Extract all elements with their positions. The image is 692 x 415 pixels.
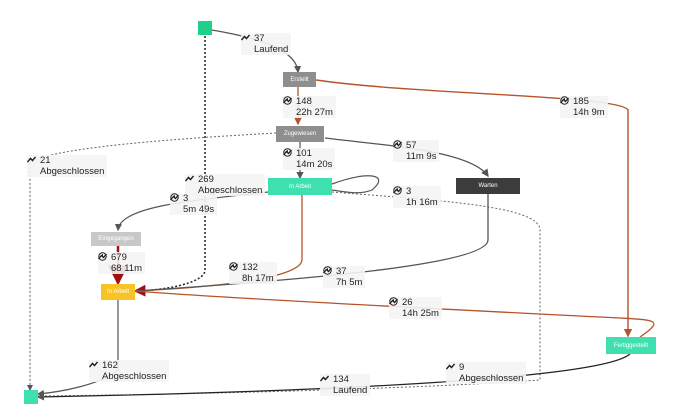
clock-icon	[389, 297, 400, 318]
trend-icon	[89, 361, 100, 381]
edge-label: 162 Abgeschlossen	[89, 360, 170, 382]
trend-icon	[320, 375, 331, 395]
edge-label: 101 14m 20s	[283, 148, 336, 170]
edge-start-inarbeit[interactable]	[133, 36, 206, 297]
trend-icon	[185, 175, 196, 195]
clock-icon	[170, 193, 181, 214]
edge-label: 37 Laufend	[241, 33, 292, 55]
clock-icon	[283, 96, 294, 117]
edge-inarbeittop-loop[interactable]	[331, 175, 380, 194]
edge-fertiggestellt-end[interactable]	[36, 353, 631, 401]
clock-icon	[393, 186, 404, 207]
edge-label: 148 22h 27m	[283, 96, 336, 118]
clock-icon	[393, 140, 404, 161]
edge-label: 185 14h 9m	[560, 96, 608, 118]
trend-icon	[446, 363, 457, 383]
node-in-arbeit-top[interactable]: In Arbeit	[268, 178, 332, 195]
edge-label: 132 8h 17m	[229, 262, 277, 284]
start-node[interactable]	[198, 21, 212, 35]
node-zugewiesen[interactable]: Zugewiesen	[276, 126, 324, 142]
edge-label: 679 68 11m	[98, 252, 145, 274]
edge-label: 3 1h 16m	[393, 186, 441, 208]
clock-icon	[283, 148, 294, 169]
edge-label: 134 Laufend	[320, 374, 371, 396]
edge-inarbeittop-inarbeit[interactable]	[134, 195, 303, 292]
node-eingegangen[interactable]: Eingegangen	[91, 232, 141, 246]
end-node[interactable]	[24, 390, 38, 404]
edge-label: 21 Abgeschlossen	[27, 155, 108, 177]
clock-icon	[229, 262, 240, 283]
trend-icon	[27, 156, 38, 176]
clock-icon	[323, 266, 334, 287]
edge-warten-inarbeit[interactable]	[134, 194, 489, 292]
node-in-arbeit[interactable]: In Arbeit	[101, 284, 135, 300]
edge-label: 3 5m 49s	[170, 193, 218, 215]
trend-icon	[241, 34, 252, 54]
node-fertiggestellt[interactable]: Fertiggestellt	[606, 337, 656, 354]
node-erstellt[interactable]: Erstellt	[283, 72, 316, 87]
node-warten[interactable]: Warten	[456, 178, 520, 194]
edge-label: 26 14h 25m	[389, 297, 442, 319]
edge-label: 269 Abgeschlossen	[185, 174, 266, 196]
edge-label: 9 Abgeschlossen	[446, 362, 527, 384]
edge-label: 57 11m 9s	[393, 140, 440, 162]
clock-icon	[98, 252, 109, 273]
edge-erstellt-fertiggestellt[interactable]	[315, 79, 633, 338]
edge-fertiggestellt-inarbeit[interactable]	[134, 290, 655, 338]
clock-icon	[560, 96, 571, 117]
edge-label: 37 7h 5m	[323, 266, 366, 288]
